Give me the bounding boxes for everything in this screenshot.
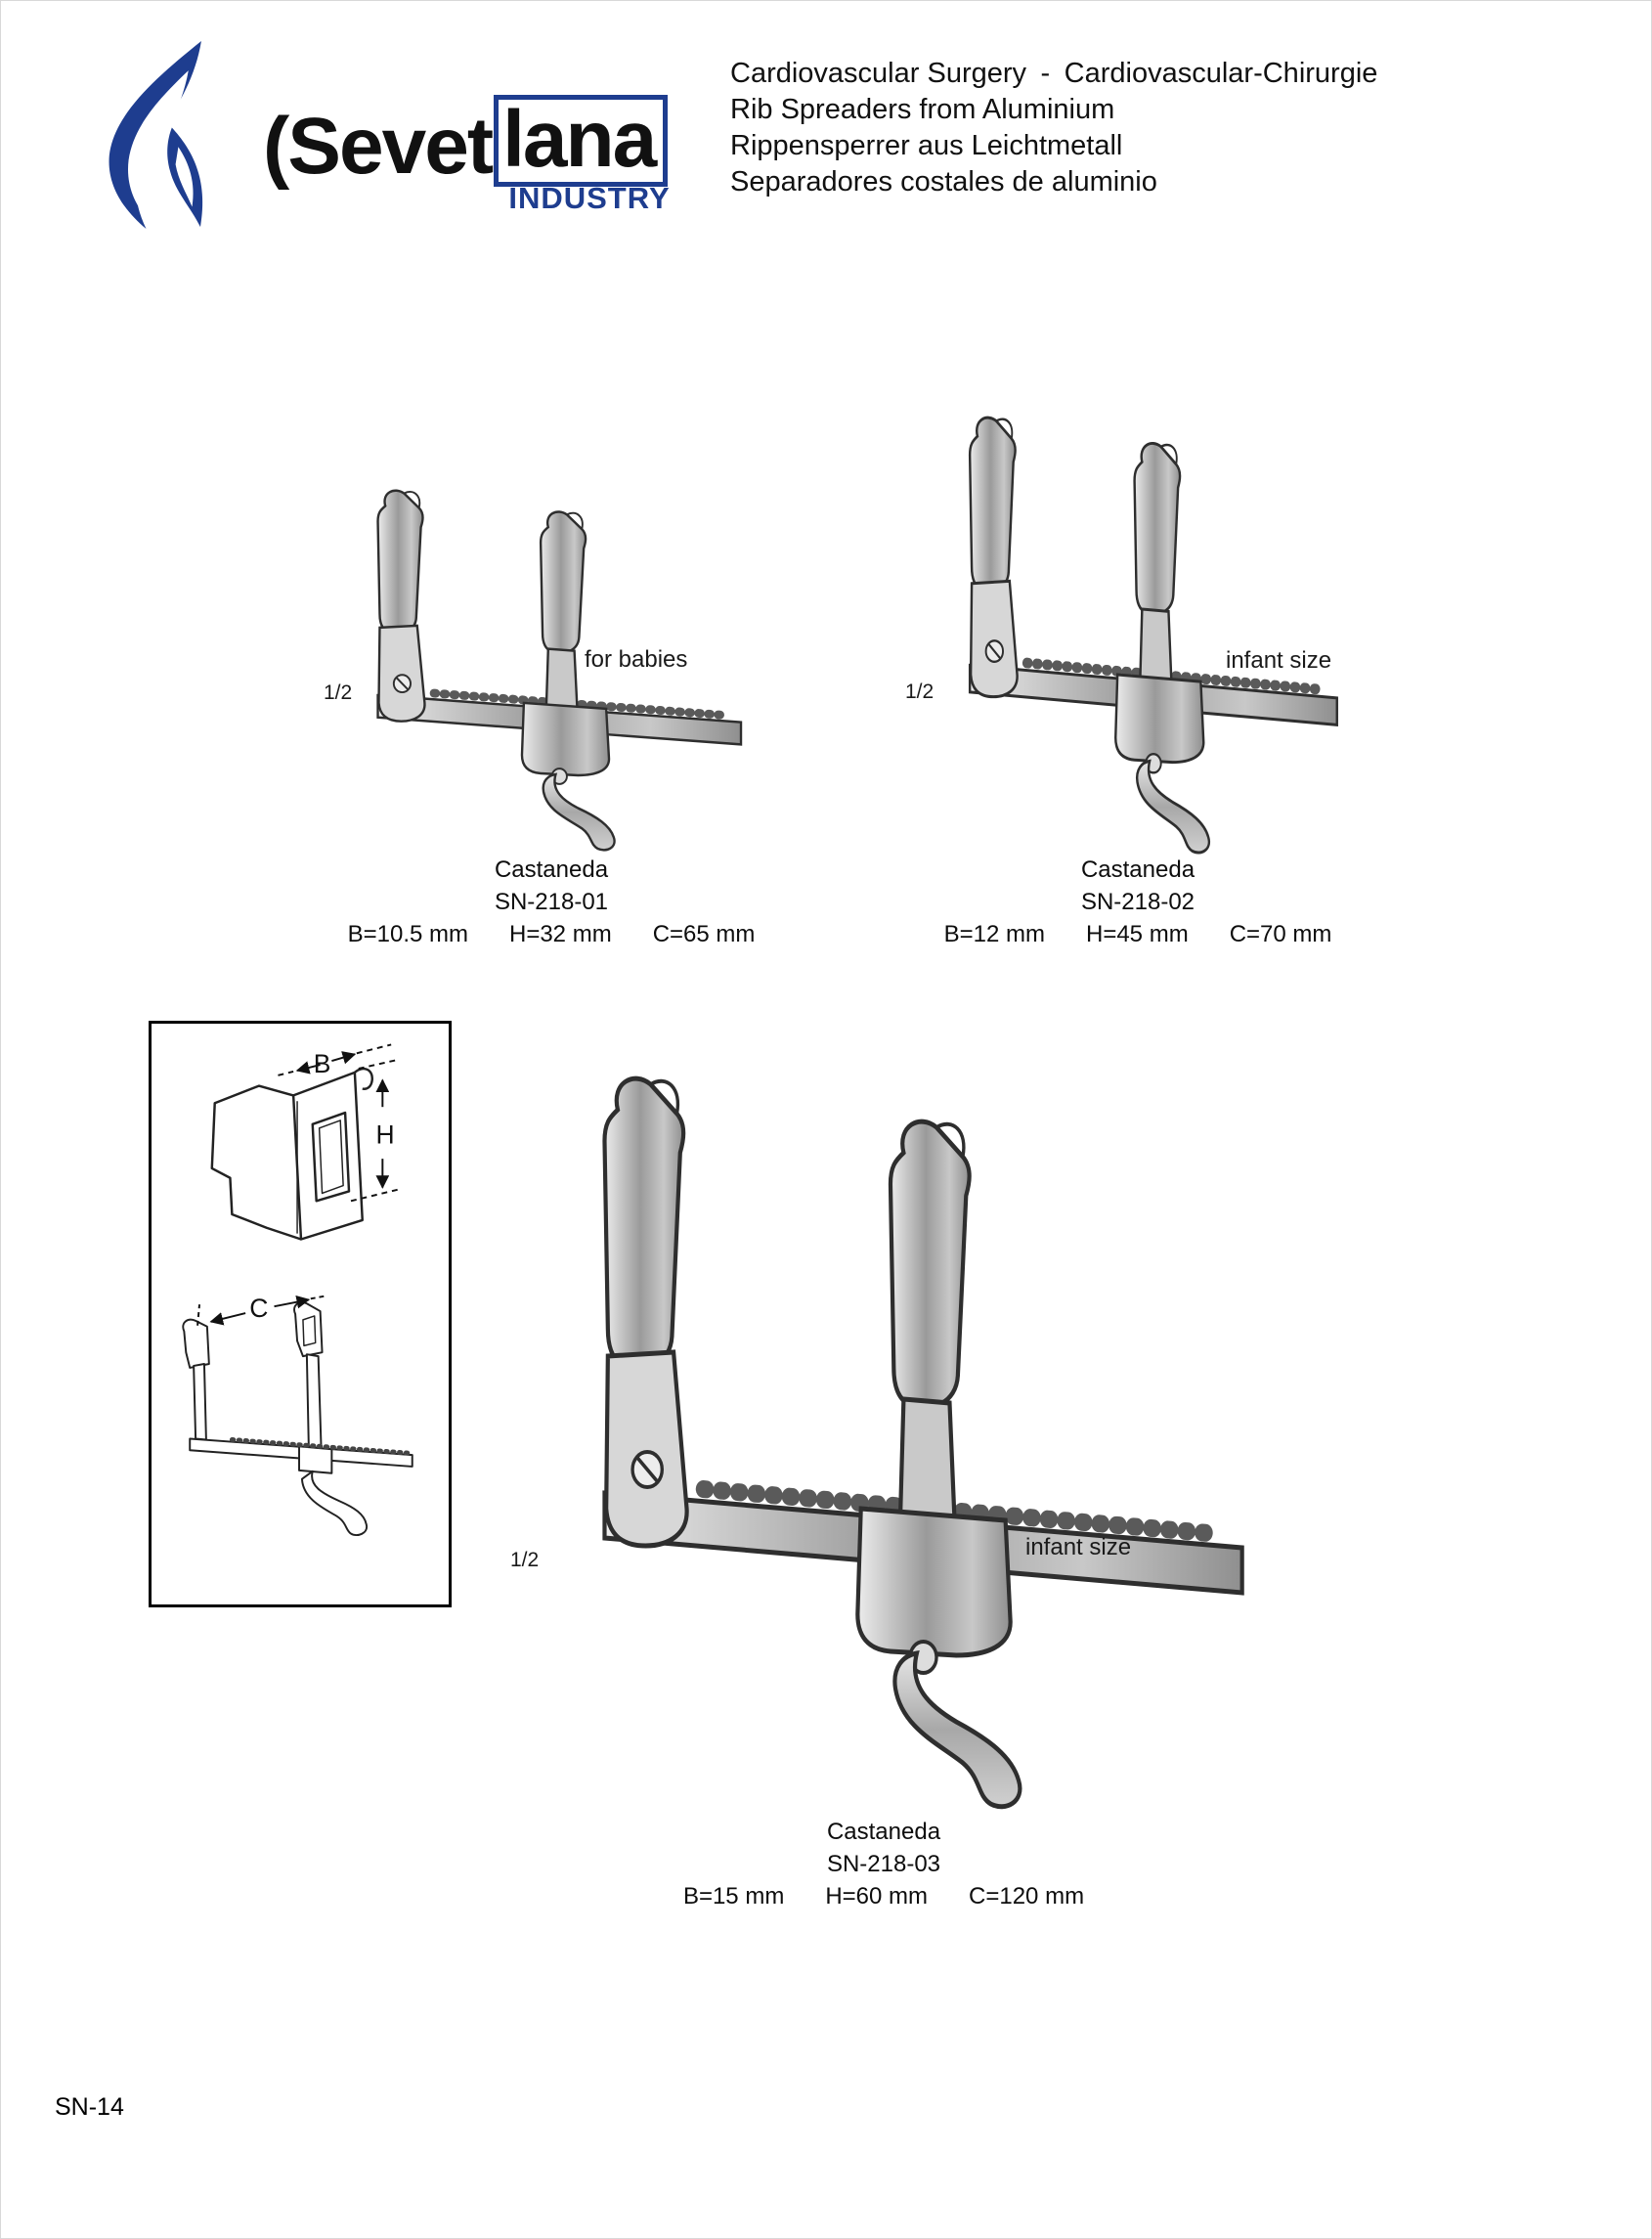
brand-subtitle: INDUSTRY <box>508 181 671 215</box>
page-number: SN-14 <box>55 2093 124 2121</box>
title-line-es: Separadores costales de aluminio <box>730 166 1157 198</box>
product-1-illustration <box>324 465 763 852</box>
brand-logo-swirl-icon <box>109 41 203 230</box>
product-2-scale-label: 1/2 <box>905 680 935 703</box>
product-3-illustration <box>509 1028 1282 1810</box>
product-1-size-label: for babies <box>585 646 688 673</box>
page-title-block: Cardiovascular Surgery - Cardiovascular-… <box>730 56 1377 200</box>
product-1-dim-b: B=10.5 mm <box>347 921 468 947</box>
brand-name-prefix: (Sevet <box>263 102 494 191</box>
product-2-dim-c: C=70 mm <box>1229 921 1332 947</box>
product-3-scale-label: 1/2 <box>510 1549 540 1571</box>
product-2-dim-h: H=45 mm <box>1085 921 1189 947</box>
product-1-caption: Castaneda SN-218-01 B=10.5 mm H=32 mm C=… <box>341 854 761 950</box>
product-3-caption: Castaneda SN-218-03 B=15 mm H=60 mm C=12… <box>674 1816 1094 1912</box>
diagram-label-h: H <box>375 1120 394 1149</box>
product-3-dim-b: B=15 mm <box>682 1883 785 1910</box>
title-line-en: Cardiovascular Surgery - Cardiovascular-… <box>730 58 1378 89</box>
title-line-product-en: Rib Spreaders from Aluminium <box>730 94 1115 125</box>
dimension-diagram: B H <box>182 1043 413 1537</box>
product-2-code: SN-218-02 <box>1080 889 1196 915</box>
diagram-label-b: B <box>314 1049 331 1078</box>
product-3-size-label: infant size <box>1025 1534 1132 1560</box>
brand-name-boxed: lana <box>494 95 669 187</box>
product-1-dim-h: H=32 mm <box>508 921 612 947</box>
product-1-code: SN-218-01 <box>494 889 609 915</box>
diagram-label-c: C <box>249 1294 268 1323</box>
product-1-dim-c: C=65 mm <box>652 921 756 947</box>
dimension-diagram-box: B H <box>149 1021 452 1607</box>
product-1-dimensions: B=10.5 mm H=32 mm C=65 mm <box>341 918 761 950</box>
product-2-size-label: infant size <box>1226 647 1332 674</box>
product-1-name: Castaneda <box>494 856 609 883</box>
title-line-de: Rippensperrer aus Leichtmetall <box>730 130 1123 161</box>
product-1-scale-label: 1/2 <box>324 681 353 704</box>
product-3-dim-h: H=60 mm <box>825 1883 929 1910</box>
product-3-name: Castaneda <box>826 1819 941 1845</box>
product-3-code: SN-218-03 <box>826 1851 941 1877</box>
product-3-dimensions: B=15 mm H=60 mm C=120 mm <box>674 1880 1094 1912</box>
product-2-dimensions: B=12 mm H=45 mm C=70 mm <box>928 918 1348 950</box>
product-2-name: Castaneda <box>1080 856 1196 883</box>
product-3-dim-c: C=120 mm <box>969 1883 1085 1910</box>
product-2-dim-b: B=12 mm <box>943 921 1045 947</box>
product-2-illustration <box>915 387 1360 855</box>
product-2-caption: Castaneda SN-218-02 B=12 mm H=45 mm C=70… <box>928 854 1348 950</box>
